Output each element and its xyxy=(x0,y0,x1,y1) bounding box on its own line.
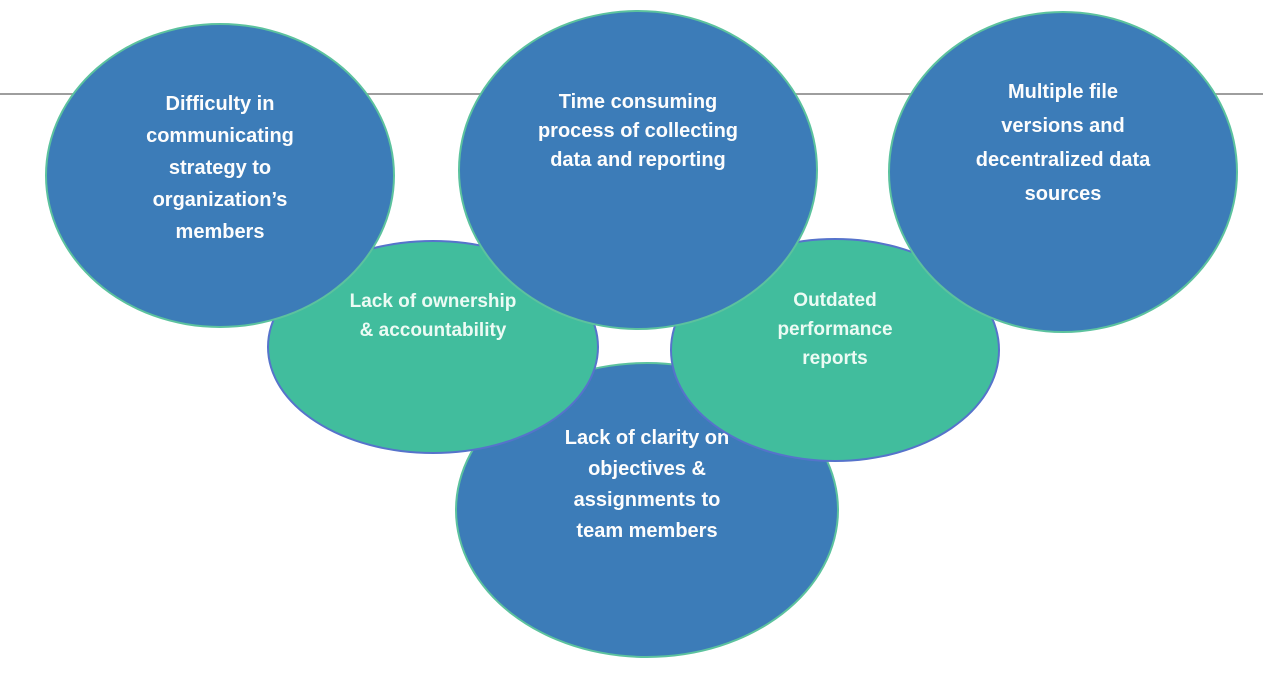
bubble-text-line: communicating xyxy=(146,125,294,147)
bubble-text-line: process of collecting xyxy=(537,120,739,142)
bubble-text-line: data and reporting xyxy=(550,149,726,171)
bubble-text-line: objectives & xyxy=(588,458,706,480)
bubble-text-line: decentralized data xyxy=(975,149,1151,171)
bubble-text-line: versions and xyxy=(1001,115,1125,137)
bubble-text-line: strategy to xyxy=(168,157,272,179)
bubble-text-line: assignments to xyxy=(573,489,721,511)
bubble-text-line: Lack of ownership xyxy=(349,291,517,312)
bubble-time-consuming-data-collection: Time consuming process of collecting dat… xyxy=(458,10,818,330)
bubble-text-line: team members xyxy=(576,520,718,542)
bubble-text: Lack of ownership & accountability xyxy=(269,287,597,345)
bubble-multiple-file-versions: Multiple file versions and decentralized… xyxy=(888,11,1238,333)
bubble-text-line: & accountability xyxy=(359,320,507,341)
bubble-text-line: members xyxy=(175,221,265,243)
bubble-text-line: Lack of clarity on xyxy=(564,427,730,449)
bubble-text: Outdated performance reports xyxy=(672,286,998,373)
bubble-text-line: Multiple file xyxy=(1008,81,1118,103)
bubble-text-line: organization’s xyxy=(152,189,288,211)
bubble-text-line: Difficulty in xyxy=(165,93,275,115)
bubble-text: Multiple file versions and decentralized… xyxy=(890,75,1236,211)
bubble-text-line: reports xyxy=(802,348,868,369)
bubble-text: Time consuming process of collecting dat… xyxy=(460,88,816,175)
bubble-difficulty-communicating-strategy: Difficulty in communicating strategy to … xyxy=(45,23,395,328)
bubble-text-line: Outdated xyxy=(793,290,877,311)
bubble-text-line: Time consuming xyxy=(558,91,718,113)
bubble-text-line: performance xyxy=(777,319,893,340)
bubble-text-line: sources xyxy=(1024,183,1102,205)
bubble-text: Lack of clarity on objectives & assignme… xyxy=(457,423,837,547)
bubble-text: Difficulty in communicating strategy to … xyxy=(47,88,393,248)
